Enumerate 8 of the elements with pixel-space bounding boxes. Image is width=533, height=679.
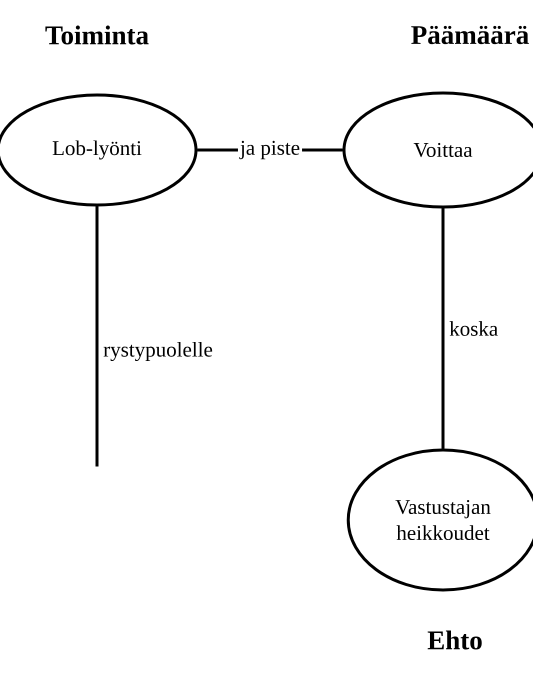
heading-label: Toiminta	[45, 26, 149, 44]
edge-label: rystypuolelle	[101, 340, 215, 364]
heading-label: Päämäärä	[411, 26, 529, 44]
edge-label: koska	[447, 319, 500, 338]
edge-label: ja piste	[238, 138, 302, 162]
connector-line	[96, 206, 98, 466]
connector-line	[442, 208, 444, 448]
heading-label: Ehto	[428, 630, 482, 650]
